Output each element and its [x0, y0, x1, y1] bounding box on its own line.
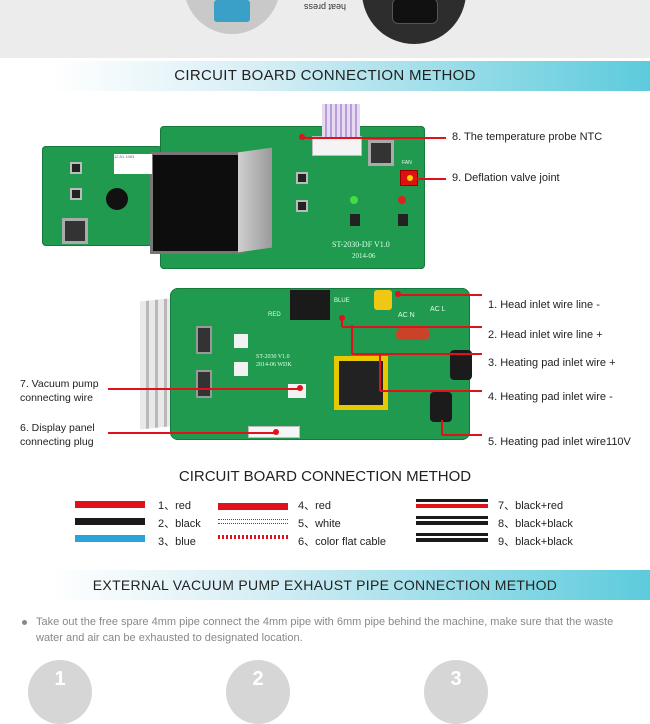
step-number-2: 2 [252, 668, 264, 690]
legend-swatch-red [75, 501, 145, 508]
annotation-1: 1. Head inlet wire line - [488, 299, 600, 311]
annotation-8: 8. The temperature probe NTC [452, 131, 603, 143]
legend-item-6: 6、color flat cable [298, 536, 387, 548]
legend-swatch-white [218, 519, 288, 524]
legend-item-5: 5、white [298, 518, 341, 530]
annotation-4: 4. Heating pad inlet wire - [488, 391, 613, 403]
legend-swatch-flat-cable [218, 535, 288, 539]
push-button-large [62, 218, 88, 244]
section-title-3: EXTERNAL VACUUM PUMP EXHAUST PIPE CONNEC… [92, 577, 558, 593]
annotation-6: 6. Display panel connecting plug [20, 422, 95, 448]
rotated-caption: heat press [304, 2, 347, 12]
annotation-9: 9. Deflation valve joint [452, 172, 560, 184]
legend-swatch-black-black [416, 516, 488, 525]
section-title-1: CIRCUIT BOARD CONNECTION METHOD [174, 67, 476, 84]
annotation-7: 7. Vacuum pump connecting wire [20, 378, 99, 404]
sticker: 12 A1 1063 [114, 154, 152, 174]
section-title-2: CIRCUIT BOARD CONNECTION METHOD [178, 468, 472, 485]
legend-item-9: 9、black+black [498, 536, 573, 548]
product-images-strip: heat press [0, 0, 650, 58]
legend-swatch-red-2 [218, 503, 288, 510]
annotation-5: 5. Heating pad inlet wire110V [488, 436, 631, 448]
section-banner-3 [0, 570, 650, 600]
legend-item-2: 2、black [158, 518, 201, 530]
instruction-text: Take out the free spare 4mm pipe connect… [36, 616, 614, 644]
silk-date: 2014-06 [352, 252, 376, 260]
legend-swatch-black-black-2 [416, 533, 488, 542]
ntc-connector [312, 136, 362, 156]
legend-swatch-black [75, 518, 145, 525]
buzzer [106, 188, 128, 210]
legend-item-4: 4、red [298, 500, 332, 512]
step-number-3: 3 [450, 668, 462, 690]
relay [290, 290, 330, 320]
silk-model: ST-2030-DF V1.0 [332, 240, 390, 249]
legend-item-7: 7、black+red [498, 500, 564, 512]
lcd-display [150, 152, 244, 254]
bullet-icon [22, 620, 27, 625]
legend-item-1: 1、red [158, 500, 192, 512]
step-number-1: 1 [54, 668, 66, 690]
product-photo-right [362, 0, 466, 44]
legend-swatch-blue [75, 535, 145, 542]
product-photo-left [184, 0, 280, 34]
legend-item-8: 8、black+black [498, 518, 573, 530]
legend-item-3: 3、blue [158, 536, 196, 548]
legend-swatch-black-red [416, 499, 488, 508]
annotation-3: 3. Heating pad inlet wire + [488, 357, 616, 369]
annotation-2: 2. Head inlet wire line + [488, 329, 603, 341]
section-banner-1 [0, 61, 650, 91]
